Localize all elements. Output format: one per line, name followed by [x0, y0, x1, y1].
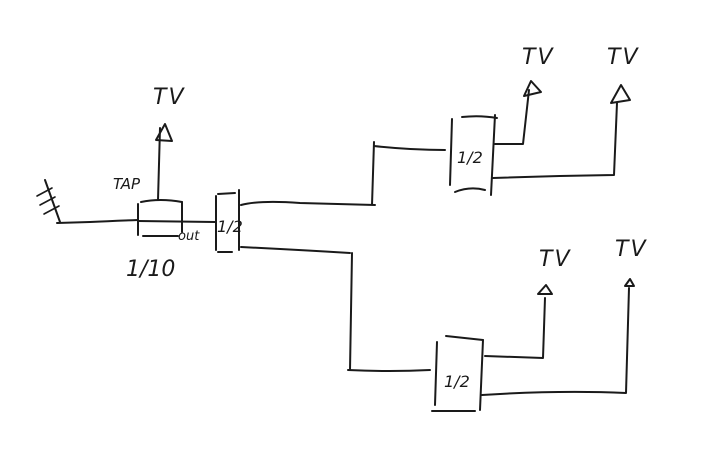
- main-splitter-block: [215, 189, 240, 253]
- tap-tv-output: [155, 123, 173, 201]
- tap-label: TAP: [113, 175, 141, 193]
- lower-splitter-block: [431, 335, 484, 412]
- arrow-up-icon: [537, 284, 553, 295]
- lower-splitter-label: 1/2: [444, 372, 470, 391]
- tap-block: [137, 199, 216, 237]
- upper-splitter-block: [449, 114, 498, 196]
- cable-to-upper-splitter: [240, 141, 446, 206]
- tv-label-tap: TV: [153, 85, 186, 110]
- arrow-up-icon: [624, 278, 635, 287]
- arrow-up-icon: [523, 80, 542, 97]
- lower-tv-output-2: [481, 278, 635, 396]
- tap-ratio-label: 1/10: [126, 257, 175, 282]
- upper-tv-output-2: [492, 84, 631, 179]
- lower-tv-output-1: [484, 284, 553, 359]
- cable-to-lower-splitter: [240, 246, 431, 372]
- upper-splitter-label: 1/2: [457, 148, 483, 167]
- tv-label-lower-1: TV: [539, 247, 572, 272]
- arrow-up-icon: [155, 123, 173, 142]
- cable-antenna-to-tap: [56, 219, 139, 224]
- main-splitter-label: 1/2: [217, 217, 243, 236]
- tv-label-upper-2: TV: [607, 45, 640, 70]
- arrow-up-icon: [610, 84, 631, 104]
- antenna-icon: [36, 179, 61, 223]
- tap-out-label: out: [178, 229, 200, 244]
- upper-tv-output-1: [494, 80, 542, 145]
- tv-label-upper-1: TV: [522, 45, 555, 70]
- tv-label-lower-2: TV: [615, 237, 648, 262]
